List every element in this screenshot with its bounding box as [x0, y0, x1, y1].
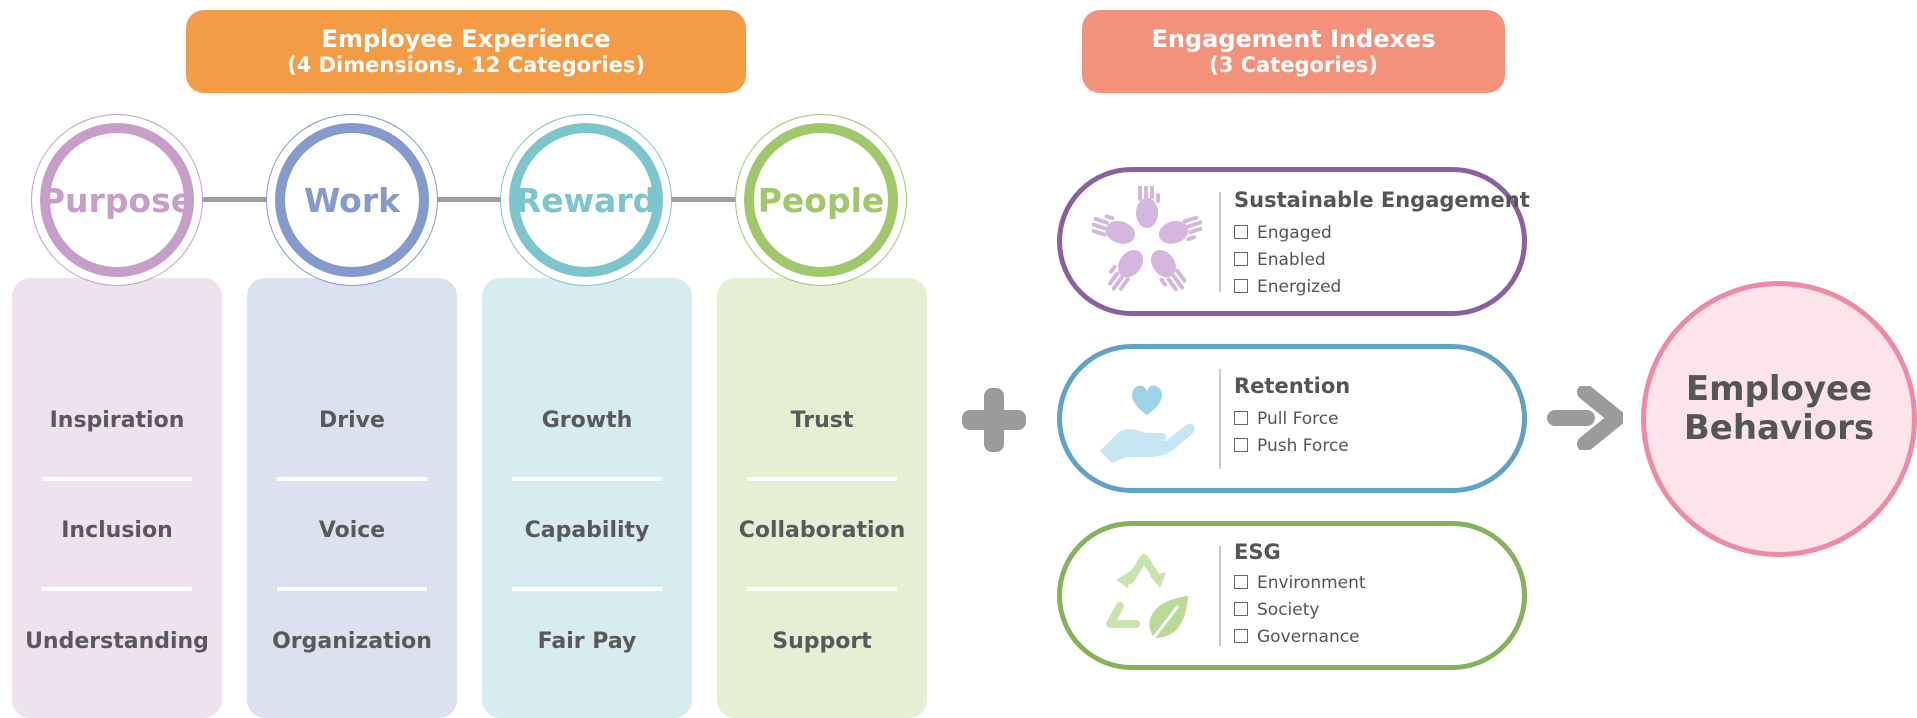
category-label: Voice	[318, 518, 386, 543]
employee-behaviors-circle	[1641, 281, 1917, 557]
plus-icon	[962, 388, 1026, 452]
checkbox-icon	[1234, 279, 1248, 293]
index-item: Environment	[1234, 570, 1366, 597]
index-item: Engaged	[1234, 220, 1341, 247]
divider	[1219, 546, 1221, 646]
dimension-circle-reward: Reward	[500, 114, 672, 286]
divider	[42, 477, 192, 481]
employee-experience-title: Employee Experience	[321, 24, 611, 53]
dimension-circle-purpose: Purpose	[31, 114, 203, 286]
connector-line	[435, 197, 505, 202]
dimension-label: People	[757, 180, 885, 220]
dimension-label: Work	[303, 180, 401, 220]
index-item: Governance	[1234, 624, 1366, 651]
category-label: Growth	[541, 408, 633, 433]
divider	[277, 587, 427, 591]
dimension-column-purpose: Inspiration Inclusion Understanding	[12, 278, 222, 718]
category-label: Understanding	[25, 629, 209, 654]
index-esg: ESG Environment Society Governance	[1057, 521, 1527, 670]
hands-circle-icon	[1092, 186, 1202, 292]
engagement-indexes-banner: Engagement Indexes (3 Categories)	[1082, 10, 1505, 93]
dimension-column-people: Trust Collaboration Support	[717, 278, 927, 718]
checkbox-icon	[1234, 411, 1248, 425]
dimension-column-reward: Growth Capability Fair Pay	[482, 278, 692, 718]
employee-experience-banner: Employee Experience (4 Dimensions, 12 Ca…	[186, 10, 746, 93]
checkbox-icon	[1234, 602, 1248, 616]
divider	[512, 587, 662, 591]
divider	[512, 477, 662, 481]
index-item: Push Force	[1234, 433, 1349, 460]
dimension-label: Purpose	[40, 180, 194, 220]
category-label: Organization	[272, 629, 432, 654]
divider	[277, 477, 427, 481]
category-label: Drive	[319, 408, 385, 433]
checkbox-icon	[1234, 438, 1248, 452]
dimension-circle-work: Work	[266, 114, 438, 286]
dimension-label: Reward	[515, 180, 657, 220]
index-item: Energized	[1234, 274, 1341, 301]
checkbox-icon	[1234, 252, 1248, 266]
divider	[1219, 369, 1221, 469]
category-label: Support	[772, 629, 872, 654]
divider	[42, 587, 192, 591]
engagement-indexes-title: Engagement Indexes	[1151, 24, 1436, 53]
index-title: Retention	[1234, 374, 1351, 398]
index-item: Society	[1234, 597, 1366, 624]
index-title: ESG	[1234, 540, 1281, 564]
connector-line	[200, 197, 270, 202]
divider	[1219, 192, 1221, 292]
engagement-indexes-subtitle: (3 Categories)	[1209, 53, 1378, 78]
category-label: Fair Pay	[537, 629, 637, 654]
index-title: Sustainable Engagement	[1234, 188, 1530, 212]
category-label: Trust	[790, 408, 854, 433]
category-label: Inclusion	[61, 518, 173, 543]
heart-hand-icon	[1100, 385, 1195, 463]
index-sustainable-engagement: Sustainable Engagement Engaged Enabled E…	[1057, 167, 1530, 316]
arrow-right-icon	[1547, 386, 1623, 450]
connector-line	[670, 197, 740, 202]
index-item: Pull Force	[1234, 406, 1349, 433]
divider	[747, 587, 897, 591]
category-label: Capability	[524, 518, 650, 543]
category-label: Collaboration	[738, 518, 906, 543]
checkbox-icon	[1234, 225, 1248, 239]
dimension-column-work: Drive Voice Organization	[247, 278, 457, 718]
dimension-circle-people: People	[735, 114, 907, 286]
divider	[747, 477, 897, 481]
category-label: Inspiration	[49, 408, 185, 433]
checkbox-icon	[1234, 629, 1248, 643]
index-retention: Retention Pull Force Push Force	[1057, 344, 1527, 493]
employee-behaviors-label: Employee Behaviors	[1683, 369, 1875, 449]
checkbox-icon	[1234, 575, 1248, 589]
recycle-leaf-icon	[1106, 554, 1188, 641]
index-item: Enabled	[1234, 247, 1341, 274]
employee-experience-subtitle: (4 Dimensions, 12 Categories)	[287, 53, 645, 78]
